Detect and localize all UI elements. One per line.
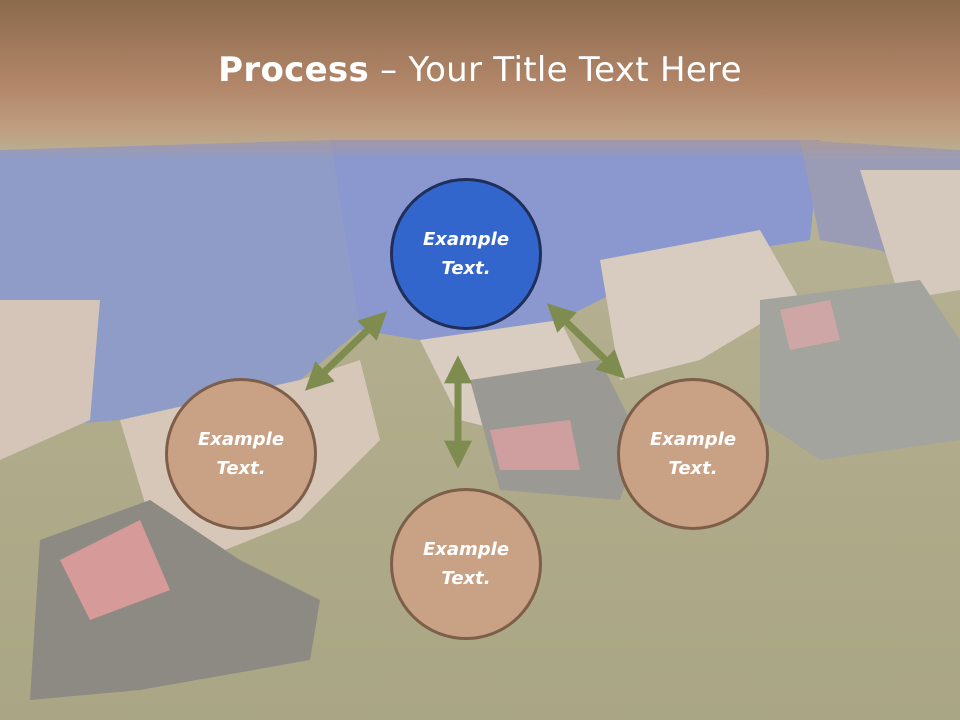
title-rest: – Your Title Text Here: [369, 50, 742, 90]
arrow-center-left: [304, 311, 388, 391]
process-node-center[interactable]: Example Text.: [390, 178, 542, 330]
slide-title: Process – Your Title Text Here: [0, 50, 960, 90]
title-band: [0, 0, 960, 160]
process-node-left[interactable]: Example Text.: [165, 378, 317, 530]
arrow-center-right: [546, 303, 626, 379]
title-bold: Process: [218, 50, 370, 90]
process-node-bottom[interactable]: Example Text.: [390, 488, 542, 640]
process-node-right[interactable]: Example Text.: [617, 378, 769, 530]
